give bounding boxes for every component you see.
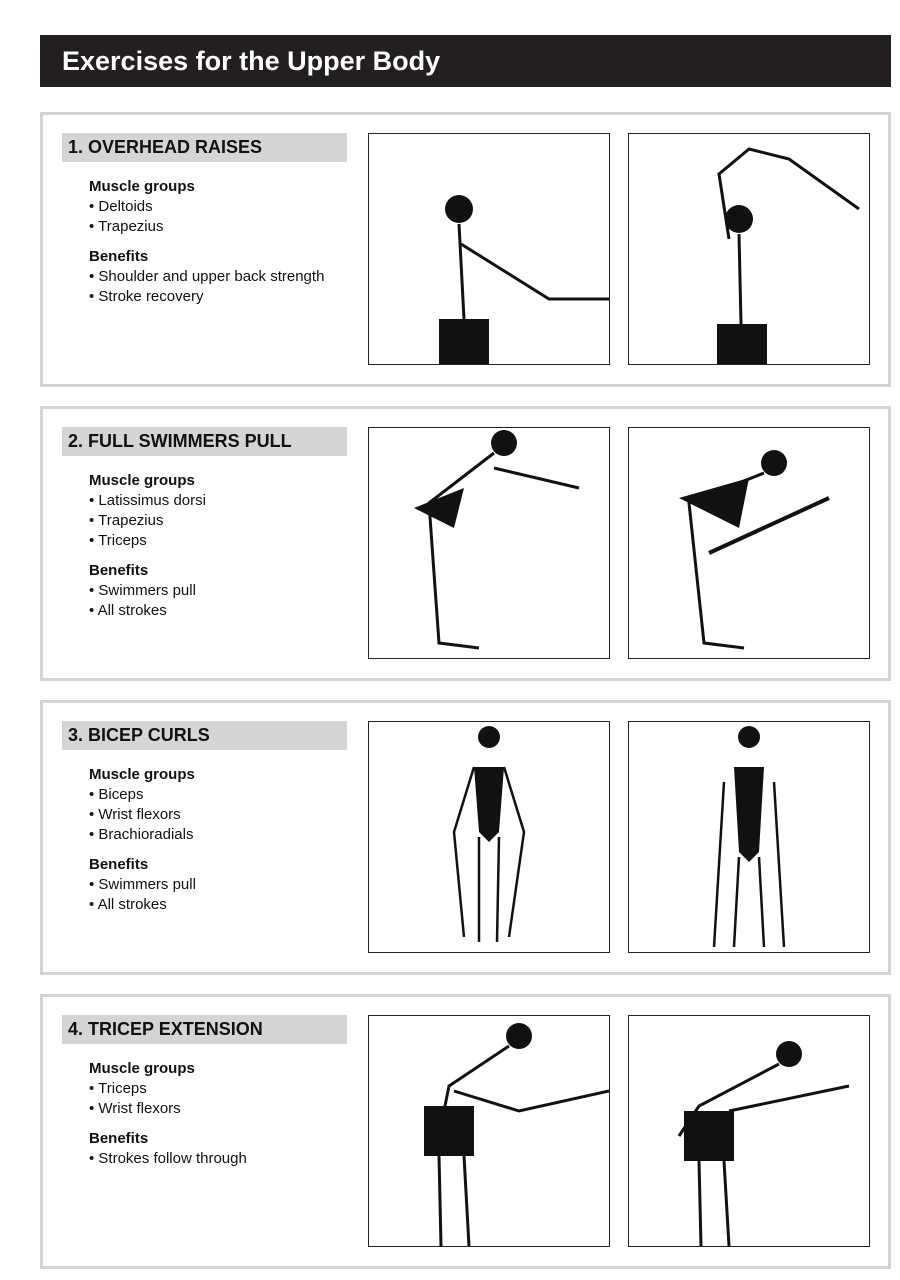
exercise-figure-drawing: [439, 195, 609, 364]
benefit-text: Shoulder and upper back strength: [98, 268, 325, 285]
spacer: [89, 237, 324, 247]
muscle-item: • Trapezius: [89, 218, 164, 235]
exercise-section: 2. FULL SWIMMERS PULL Muscle groups • Lati…: [40, 406, 891, 681]
benefit-item: • Stroke recovery: [89, 288, 204, 305]
benefits-label: Benefits: [89, 1130, 149, 1147]
benefits-label: Benefits: [89, 562, 149, 579]
spacer: [89, 1119, 247, 1129]
benefit-item: • All strokes: [89, 896, 167, 913]
benefit-text: Stroke recovery: [98, 288, 204, 305]
muscle-text: Wrist flexors: [98, 1100, 181, 1117]
illustration-end-position: [628, 427, 870, 659]
muscle-item: • Latissimus dorsi: [89, 492, 206, 509]
muscle-groups-label: Muscle groups: [89, 472, 195, 489]
muscle-item: • Wrist flexors: [89, 806, 181, 823]
muscle-text: Biceps: [98, 786, 144, 803]
exercise-section: 1. OVERHEAD RAISES Muscle groups • Deltoid…: [40, 112, 891, 387]
benefit-text: Swimmers pull: [98, 582, 196, 599]
illustration-start-position: [368, 1015, 610, 1247]
muscle-text: Wrist flexors: [98, 806, 181, 823]
benefit-item: • Strokes follow through: [89, 1150, 247, 1167]
muscle-item: • Biceps: [89, 786, 144, 803]
illustration-end-position: [628, 1015, 870, 1247]
exercise-title: 2. FULL SWIMMERS PULL: [62, 427, 347, 456]
muscle-groups-label: Muscle groups: [89, 1060, 195, 1077]
exercise-section: 3. BICEP CURLS Muscle groups • Biceps • Wri…: [40, 700, 891, 975]
exercise-info: Muscle groups • Biceps • Wrist flexors • Br…: [89, 765, 196, 915]
muscle-item: • Triceps: [89, 1080, 147, 1097]
muscle-text: Latissimus dorsi: [98, 492, 206, 509]
benefit-text: All strokes: [97, 896, 167, 913]
exercise-figure-drawing: [414, 430, 580, 650]
benefit-item: • Swimmers pull: [89, 876, 196, 893]
exercise-title: 3. BICEP CURLS: [62, 721, 347, 750]
exercise-figure-drawing: [424, 1023, 610, 1247]
benefits-label: Benefits: [89, 856, 149, 873]
muscle-item: • Brachioradials: [89, 826, 194, 843]
muscle-groups-label: Muscle groups: [89, 178, 195, 195]
exercise-figure-drawing: [717, 147, 860, 364]
benefit-text: All strokes: [97, 602, 167, 619]
benefit-item: • Shoulder and upper back strength: [89, 268, 325, 285]
muscle-item: • Wrist flexors: [89, 1100, 181, 1117]
illustration-end-position: [628, 721, 870, 953]
exercise-figure-drawing: [679, 450, 830, 650]
muscle-text: Trapezius: [98, 512, 164, 529]
exercise-title: 1. OVERHEAD RAISES: [62, 133, 347, 162]
muscle-item: • Deltoids: [89, 198, 153, 215]
muscle-text: Triceps: [98, 1080, 147, 1097]
exercise-title: 4. TRICEP EXTENSION: [62, 1015, 347, 1044]
benefit-item: • All strokes: [89, 602, 167, 619]
muscle-item: • Triceps: [89, 532, 147, 549]
spacer: [89, 845, 196, 855]
page-title: Exercises for the Upper Body: [62, 46, 441, 76]
muscle-text: Brachioradials: [98, 826, 194, 843]
benefit-item: • Swimmers pull: [89, 582, 196, 599]
illustration-start-position: [368, 133, 610, 365]
illustration-end-position: [628, 133, 870, 365]
muscle-text: Trapezius: [98, 218, 164, 235]
exercise-figure-drawing: [677, 1041, 850, 1247]
benefit-text: Swimmers pull: [98, 876, 196, 893]
page-header: Exercises for the Upper Body: [40, 35, 891, 87]
muscle-item: • Trapezius: [89, 512, 164, 529]
muscle-text: Deltoids: [98, 198, 153, 215]
illustration-start-position: [368, 721, 610, 953]
spacer: [89, 551, 206, 561]
exercise-figure-drawing: [712, 726, 786, 948]
illustration-start-position: [368, 427, 610, 659]
exercise-figure-drawing: [452, 726, 526, 943]
exercise-section: 4. TRICEP EXTENSION Muscle groups • Tricep…: [40, 994, 891, 1269]
benefits-label: Benefits: [89, 248, 149, 265]
muscle-text: Triceps: [98, 532, 147, 549]
exercise-info: Muscle groups • Latissimus dorsi • Trapezi…: [89, 471, 206, 621]
muscle-groups-label: Muscle groups: [89, 766, 195, 783]
benefit-text: Strokes follow through: [98, 1150, 247, 1167]
